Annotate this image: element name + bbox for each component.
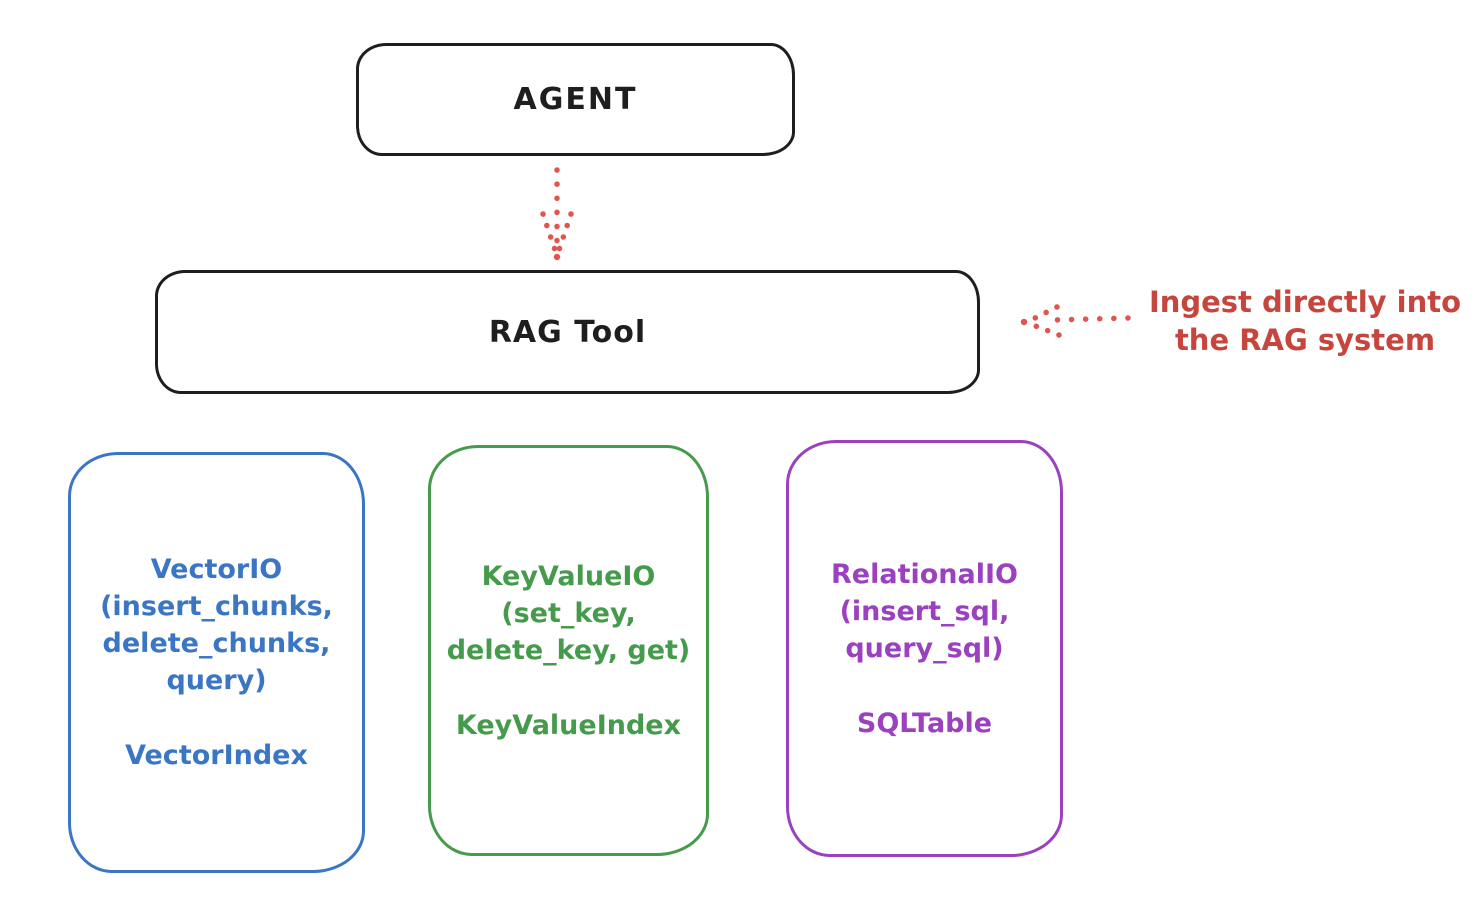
vector-io-node: VectorIO (insert_chunks, delete_chunks, … (68, 452, 365, 873)
ingest-annotation: Ingest directly into the RAG system (1130, 283, 1480, 359)
relational-io-text: RelationalIO (insert_sql, query_sql) SQL… (831, 556, 1018, 742)
relational-io-line: (insert_sql, (839, 595, 1010, 627)
keyvalue-io-line: delete_key, get) (446, 634, 691, 666)
ingest-annotation-line: Ingest directly into (1148, 285, 1462, 319)
vector-io-line: query) (166, 665, 267, 696)
keyvalue-io-line: KeyValueIO (481, 560, 656, 592)
relational-io-line: query_sql) (845, 632, 1004, 664)
keyvalue-io-node: KeyValueIO (set_key, delete_key, get) Ke… (428, 445, 709, 856)
agent-to-rag-arrow-icon (540, 167, 574, 261)
relational-io-line: RelationalIO (831, 558, 1018, 590)
rag-tool-node: RAG Tool (155, 270, 980, 394)
agent-label: AGENT (513, 82, 638, 117)
relational-io-node: RelationalIO (insert_sql, query_sql) SQL… (786, 440, 1063, 857)
ingest-annotation-line: the RAG system (1174, 323, 1436, 357)
keyvalue-index-label: KeyValueIndex (455, 709, 682, 741)
sql-table-label: SQLTable (856, 707, 993, 739)
agent-node: AGENT (356, 43, 795, 156)
vector-io-line: VectorIO (150, 554, 283, 585)
keyvalue-io-line: (set_key, (501, 597, 636, 629)
vector-io-line: delete_chunks, (102, 628, 331, 659)
keyvalue-io-text: KeyValueIO (set_key, delete_key, get) Ke… (447, 558, 691, 744)
vector-index-label: VectorIndex (125, 740, 308, 771)
vector-io-text: VectorIO (insert_chunks, delete_chunks, … (100, 551, 333, 774)
vector-io-line: (insert_chunks, (100, 591, 333, 622)
annotation-to-rag-arrow-icon (1020, 304, 1131, 338)
rag-tool-label: RAG Tool (488, 314, 647, 350)
